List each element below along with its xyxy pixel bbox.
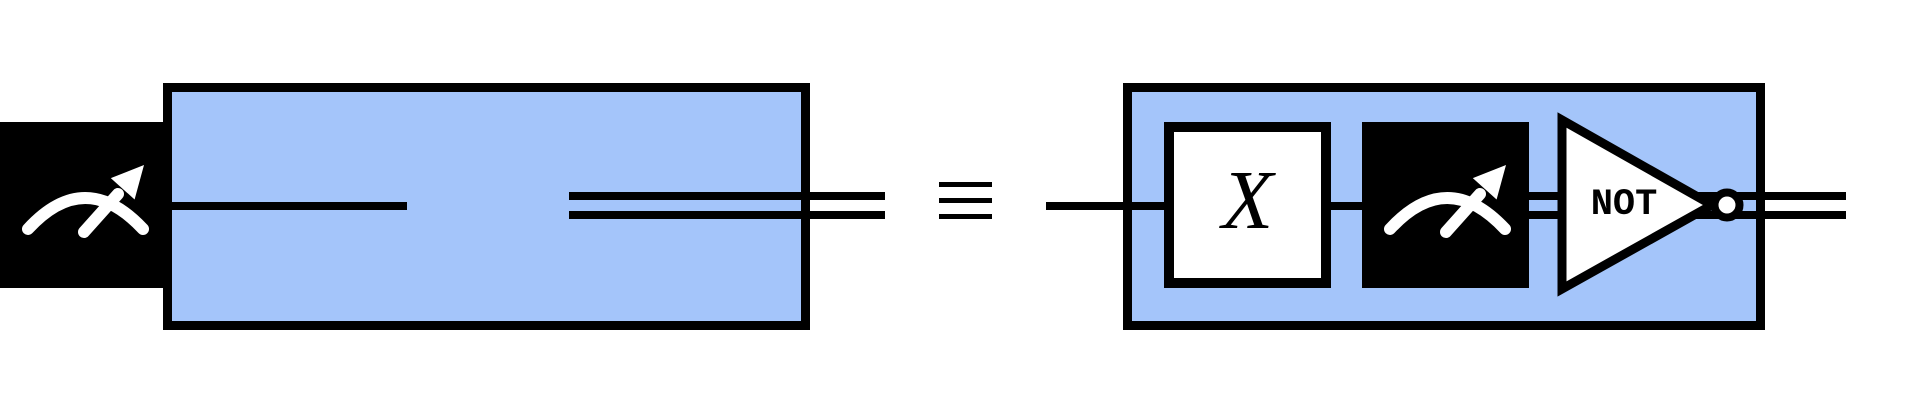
not-bubble-icon [1710,188,1744,222]
rhs-x-gate: X [1164,122,1331,288]
not-triangle [1557,112,1722,297]
lhs-measurement-gate [0,122,167,288]
rhs-quantum-input-wire [1046,202,1168,210]
lhs-classical-wire-top [569,192,885,200]
rhs-quantum-wire-x-to-meter [1322,202,1366,210]
lhs-quantum-input-wire [85,202,407,210]
equivalence-bar [939,198,992,203]
rhs-measurement-gate [1362,122,1529,288]
equivalence-bar [939,182,992,187]
x-gate-label: X [1221,154,1274,247]
equivalence-bar [939,214,992,219]
rhs-not-gate [1557,112,1744,297]
equivalence-symbol [939,182,992,219]
lhs-classical-wire-bottom [569,211,885,219]
meter-icon [22,165,149,238]
not-gate-label: NOT [1590,183,1658,226]
meter-icon [1384,165,1511,238]
